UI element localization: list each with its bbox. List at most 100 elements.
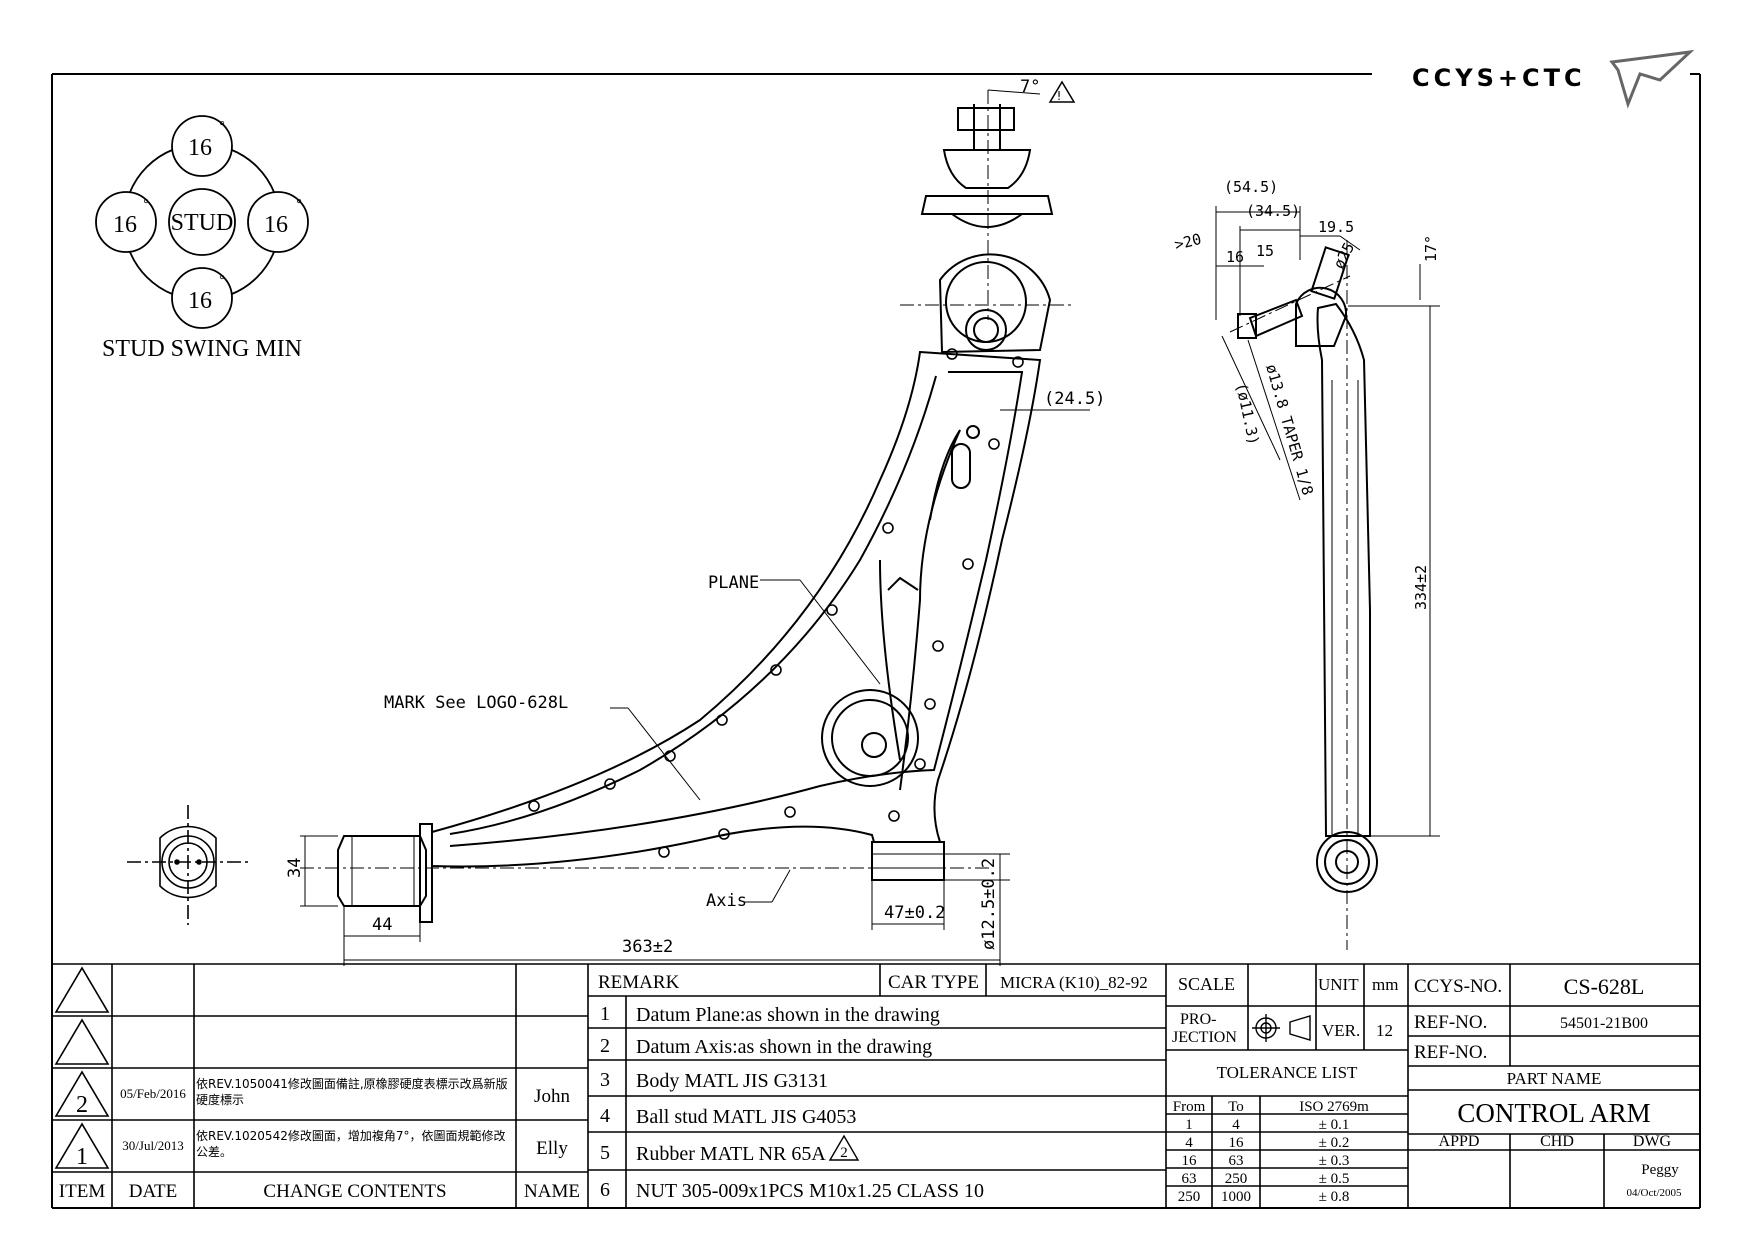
chd-label: CHD (1540, 1133, 1574, 1150)
stud-swing-diagram (95, 115, 309, 329)
revision-triangles (54, 966, 110, 1169)
tol-from-2: 4 (1185, 1135, 1193, 1151)
dim-17-deg: 17° (1422, 235, 1440, 262)
brand-wing-icon (1609, 49, 1695, 109)
dwg-date: 04/Oct/2005 (1627, 1187, 1682, 1199)
header-change-contents: CHANGE CONTENTS (263, 1181, 446, 1202)
label-mark: MARK See LOGO-628L (384, 693, 568, 713)
remark-header: REMARK (598, 972, 680, 993)
brand-logo-text: CCYS+CTC (1412, 64, 1586, 92)
deg-mark-right: ° (296, 197, 302, 212)
rev-name-1: Elly (536, 1138, 568, 1159)
remark-text-1: Datum Plane:as shown in the drawing (636, 1004, 940, 1026)
deg-mark-top: ° (219, 119, 225, 134)
header-date: DATE (129, 1181, 178, 1202)
brand-logo: CCYS+CTC (1412, 49, 1695, 109)
remark-num-6: 6 (600, 1179, 610, 1201)
dwg-label: DWG (1633, 1133, 1672, 1150)
control-arm-side-view (1229, 240, 1378, 950)
angle-note: 7° (1020, 77, 1040, 97)
stud-swing-caption: STUD SWING MIN (102, 336, 302, 362)
tol-value-3: ± 0.3 (1319, 1153, 1350, 1169)
tolerance-title: TOLERANCE LIST (1217, 1063, 1358, 1082)
rev-content-1-box: 依REV.1020542修改圖面，增加複角7°，依圖面規範修改公差。 (196, 1129, 506, 1159)
appd-label: APPD (1439, 1133, 1480, 1150)
remark-text-3: Body MATL JIS G3131 (636, 1070, 828, 1092)
front-dimensions (300, 409, 1090, 966)
remark-num-4: 4 (600, 1105, 610, 1127)
ccys-no-label: CCYS-NO. (1414, 976, 1502, 997)
tol-header-from: From (1173, 1099, 1206, 1115)
dim-44: 44 (372, 915, 392, 935)
dim-phi-25: ø25 (1330, 240, 1359, 272)
label-axis: Axis (706, 891, 747, 911)
revision-mark-triangle-icon (828, 1134, 860, 1161)
unit-value: mm (1372, 975, 1398, 994)
side-dimensions (1215, 206, 1440, 837)
dim-12-5: ø12.5±0.2 (979, 858, 999, 950)
remark-text-4: Ball stud MATL JIS G4053 (636, 1106, 856, 1128)
label-plane: PLANE (708, 573, 759, 593)
remark-text-6: NUT 305-009x1PCS M10x1.25 CLASS 10 (636, 1180, 984, 1202)
tol-from-5: 250 (1178, 1189, 1201, 1205)
dim-334: 334±2 (1412, 565, 1430, 610)
tol-from-3: 16 (1182, 1153, 1198, 1169)
ver-label: VER. (1322, 1021, 1360, 1040)
caution-triangle-icon (1048, 80, 1076, 103)
rev-content-1: 依REV.1020542修改圖面，增加複角7°，依圖面規範修改公差。 (196, 1129, 506, 1159)
stud-label: STUD (171, 210, 234, 236)
stud-angle-bottom: 16 (188, 288, 212, 314)
header-item: ITEM (59, 1181, 106, 1202)
dim-15: 15 (1256, 242, 1274, 260)
ref-no-label-1: REF-NO. (1414, 1012, 1487, 1033)
dim-363: 363±2 (622, 937, 673, 957)
sheet-frame (51, 73, 1701, 1209)
dim-34: 34 (285, 858, 305, 878)
tol-to-2: 16 (1229, 1135, 1245, 1151)
rev-content-2: 依REV.1050041修改圖面備註,原橡膠硬度表標示改爲新版硬度標示 (196, 1077, 508, 1107)
caution-mark: ! (1057, 89, 1062, 103)
car-type-value: MICRA (K10)_82-92 (1000, 973, 1148, 992)
stud-angle-top: 16 (188, 135, 212, 161)
unit-label: UNIT (1318, 975, 1359, 994)
remark-num-3: 3 (600, 1069, 610, 1091)
remark-num-2: 2 (600, 1035, 610, 1057)
dim-24-5: (24.5) (1044, 389, 1105, 409)
remark-num-1: 1 (600, 1003, 610, 1025)
scale-label: SCALE (1178, 974, 1235, 994)
rubber-rev-mark: 2 (840, 1145, 848, 1161)
tol-from-1: 1 (1185, 1117, 1193, 1133)
projection-symbol-icon (1252, 1014, 1311, 1042)
dim-34-5: (34.5) (1246, 202, 1300, 220)
ref-no-value-1: 54501-21B00 (1560, 1015, 1648, 1032)
stud-angle-left: 16 (113, 212, 137, 238)
tol-to-4: 250 (1225, 1171, 1248, 1187)
projection-label-2: JECTION (1172, 1029, 1237, 1046)
dim-19-5: 19.5 (1318, 218, 1354, 236)
dim-gt-20: >20 (1173, 230, 1204, 254)
rev-content-2-box: 依REV.1050041修改圖面備註,原橡膠硬度表標示改爲新版硬度標示 (196, 1077, 508, 1107)
tol-to-1: 4 (1232, 1117, 1240, 1133)
rev-date-2: 05/Feb/2016 (120, 1086, 186, 1101)
remark-num-5: 5 (600, 1142, 610, 1164)
dim-taper: ø13.8 TAPER 1/8 (1262, 362, 1317, 497)
ref-no-label-2: REF-NO. (1414, 1042, 1487, 1063)
rev-name-2: John (534, 1086, 570, 1107)
deg-mark-left: ° (143, 197, 149, 212)
tol-value-1: ± 0.1 (1319, 1117, 1350, 1133)
tol-value-5: ± 0.8 (1319, 1189, 1350, 1205)
ccys-no-value: CS-628L (1564, 974, 1645, 999)
remark-text-2: Datum Axis:as shown in the drawing (636, 1036, 932, 1058)
ver-value: 12 (1376, 1021, 1393, 1040)
bush-end-view (127, 805, 250, 925)
car-type-label: CAR TYPE (888, 972, 979, 993)
tol-header-iso: ISO 2769m (1299, 1099, 1369, 1115)
part-name-value: CONTROL ARM (1457, 1098, 1650, 1128)
dim-54-5: (54.5) (1224, 178, 1278, 196)
tol-header-to: To (1228, 1099, 1244, 1115)
tol-from-4: 63 (1182, 1171, 1197, 1187)
title-block-grid (52, 963, 1700, 1208)
dim-16: 16 (1226, 248, 1244, 266)
dwg-name: Peggy (1641, 1162, 1679, 1178)
